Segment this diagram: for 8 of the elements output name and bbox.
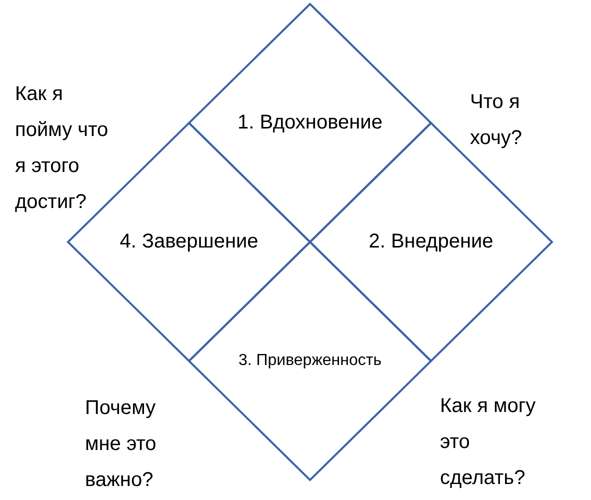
section-label: 4. Завершение: [118, 230, 260, 254]
question-text: Что я хочу?: [470, 90, 524, 151]
question-text: Как я пойму что я этого достиг?: [15, 82, 110, 215]
section-label: 3. Приверженность: [237, 352, 383, 370]
section-label: 2. Внедрение: [368, 230, 494, 254]
question-text: Почему мне это важно?: [85, 396, 158, 493]
section-label: 1. Вдохновение: [236, 112, 384, 134]
question-text: Как я могу это сделать?: [440, 394, 537, 491]
